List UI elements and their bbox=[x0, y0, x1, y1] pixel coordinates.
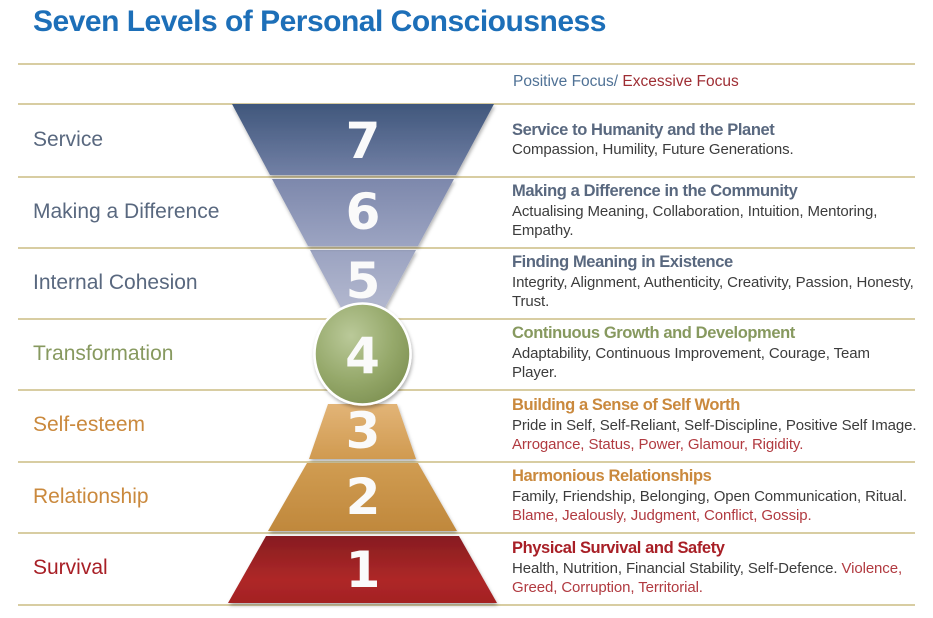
excessive-traits: Arrogance, Status, Power, Glamour, Rigid… bbox=[512, 435, 804, 453]
excessive-focus-label: Excessive Focus bbox=[618, 73, 739, 90]
page-title: Seven Levels of Personal Consciousness bbox=[33, 5, 606, 38]
divider-line bbox=[18, 176, 915, 178]
level-6-band bbox=[272, 179, 454, 246]
positive-traits: Pride in Self, Self-Reliant, Self-Discip… bbox=[512, 416, 917, 434]
level-4-label: Transformation bbox=[33, 341, 174, 365]
level-2-body: Family, Friendship, Belonging, Open Comm… bbox=[512, 487, 919, 525]
divider-line bbox=[18, 63, 915, 65]
level-3-description: Building a Sense of Self Worth Pride in … bbox=[512, 389, 919, 461]
focus-column-header: Positive Focus/ Excessive Focus bbox=[513, 73, 739, 91]
excessive-traits: Violence, Greed, Corruption, Territorial… bbox=[512, 559, 903, 596]
positive-traits: Integrity, Alignment, Authenticity, Crea… bbox=[512, 274, 914, 311]
level-4-number: 4 bbox=[345, 327, 380, 385]
level-6-heading: Making a Difference in the Community bbox=[512, 182, 798, 201]
level-2-description: Harmonious Relationships Family, Friends… bbox=[512, 461, 919, 532]
level-1-number: 1 bbox=[346, 541, 381, 599]
positive-traits: Compassion, Humility, Future Generations… bbox=[512, 141, 794, 159]
level-4-body: Adaptability, Continuous Improvement, Co… bbox=[512, 344, 919, 382]
divider-line bbox=[18, 318, 915, 320]
divider-line bbox=[18, 461, 915, 463]
level-4-circle bbox=[313, 302, 412, 406]
level-4-description: Continuous Growth and Development Adapta… bbox=[512, 318, 919, 389]
level-7-body: Compassion, Humility, Future Generations… bbox=[512, 140, 919, 159]
level-1-body: Health, Nutrition, Financial Stability, … bbox=[512, 559, 919, 597]
level-3-label: Self-esteem bbox=[33, 413, 146, 436]
level-5-label: Internal Cohesion bbox=[33, 270, 198, 294]
level-2-heading: Harmonious Relationships bbox=[512, 467, 712, 486]
level-6-body: Actualising Meaning, Collaboration, Intu… bbox=[512, 202, 919, 240]
positive-traits: Adaptability, Continuous Improvement, Co… bbox=[512, 345, 870, 382]
level-7-heading: Service to Humanity and the Planet bbox=[512, 120, 775, 139]
level-5-number: 5 bbox=[346, 252, 381, 310]
excessive-traits: Blame, Jealously, Judgment, Conflict, Go… bbox=[512, 507, 812, 525]
level-3-heading: Building a Sense of Self Worth bbox=[512, 395, 740, 414]
level-6-description: Making a Difference in the Community Act… bbox=[512, 176, 919, 247]
level-3-number: 3 bbox=[346, 402, 381, 460]
level-1-label: Survival bbox=[33, 556, 108, 579]
level-7-description: Service to Humanity and the Planet Compa… bbox=[512, 104, 919, 176]
level-5-description: Finding Meaning in Existence Integrity, … bbox=[512, 247, 919, 318]
positive-traits: Health, Nutrition, Financial Stability, … bbox=[512, 559, 838, 577]
divider-line bbox=[18, 389, 915, 391]
level-4-heading: Continuous Growth and Development bbox=[512, 324, 795, 343]
level-7-number: 7 bbox=[346, 112, 381, 170]
positive-traits: Actualising Meaning, Collaboration, Intu… bbox=[512, 203, 878, 240]
level-2-number: 2 bbox=[346, 468, 381, 526]
level-7-label: Service bbox=[33, 128, 104, 151]
level-5-heading: Finding Meaning in Existence bbox=[512, 253, 733, 272]
level-2-band bbox=[268, 463, 457, 531]
level-1-heading: Physical Survival and Safety bbox=[512, 538, 725, 557]
divider-line bbox=[18, 247, 915, 249]
divider-line bbox=[18, 532, 915, 534]
level-5-body: Integrity, Alignment, Authenticity, Crea… bbox=[512, 273, 919, 311]
level-6-number: 6 bbox=[346, 183, 381, 241]
level-6-label: Making a Difference bbox=[33, 199, 220, 223]
positive-traits: Family, Friendship, Belonging, Open Comm… bbox=[512, 488, 907, 506]
level-2-label: Relationship bbox=[33, 484, 149, 508]
level-7-band bbox=[232, 104, 494, 175]
level-1-band bbox=[228, 536, 497, 603]
divider-line bbox=[18, 604, 915, 606]
level-3-body: Pride in Self, Self-Reliant, Self-Discip… bbox=[512, 416, 919, 454]
level-5-band bbox=[310, 250, 416, 332]
level-3-band bbox=[309, 404, 416, 459]
level-1-description: Physical Survival and Safety Health, Nut… bbox=[512, 532, 919, 604]
positive-focus-label: Positive Focus/ bbox=[513, 73, 619, 90]
